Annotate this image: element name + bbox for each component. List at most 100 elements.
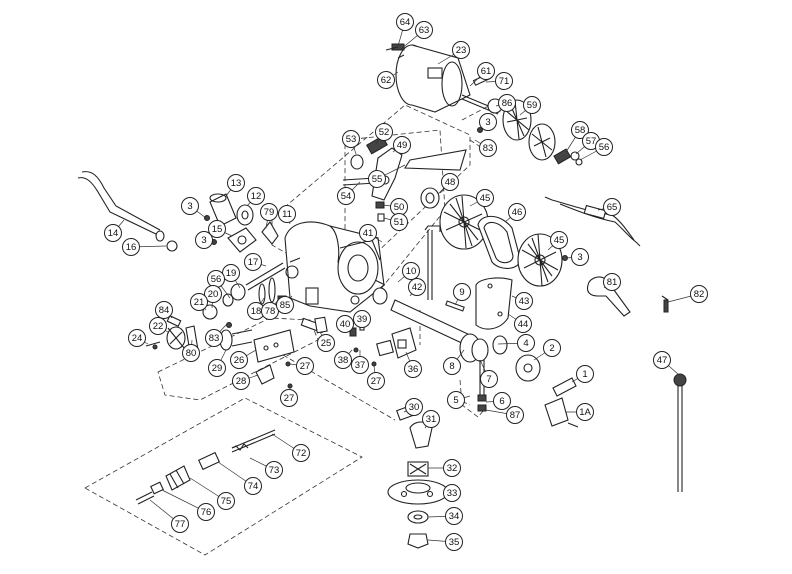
callout-label: 52 xyxy=(379,127,390,138)
callout-label: 3 xyxy=(577,252,582,263)
callout-circle xyxy=(508,203,526,221)
callout-circle xyxy=(390,213,408,231)
callout-circle xyxy=(367,372,385,390)
part-callout: 39 xyxy=(353,310,371,328)
callout-label: 65 xyxy=(607,202,618,213)
callout-circle xyxy=(377,71,395,89)
callout-circle xyxy=(453,283,471,301)
part-callout: 2 xyxy=(543,339,561,357)
part-callout: 1A xyxy=(576,403,594,421)
part-callout: 5 xyxy=(447,391,465,409)
part-callout: 22 xyxy=(149,317,167,335)
callout-label: 82 xyxy=(694,289,705,300)
upper-left-parts xyxy=(204,193,279,253)
handle-lever xyxy=(77,171,178,252)
part-callout: 33 xyxy=(443,484,461,502)
part-callout: 46 xyxy=(508,203,526,221)
callout-circle xyxy=(171,515,189,533)
front-plate xyxy=(475,277,513,330)
callout-circle xyxy=(351,356,369,374)
callout-label: 42 xyxy=(412,282,423,293)
callout-circle xyxy=(441,173,459,191)
callout-circle xyxy=(337,187,355,205)
callout-label: 5 xyxy=(453,395,458,406)
callout-label: 41 xyxy=(363,228,374,239)
callout-label: 25 xyxy=(321,338,332,349)
callout-circle xyxy=(244,253,262,271)
part-callout: 50 xyxy=(390,198,408,216)
callout-circle xyxy=(445,533,463,551)
part-callout: 8 xyxy=(443,357,461,375)
part-callout: 63 xyxy=(415,21,433,39)
callout-label: 1A xyxy=(579,407,591,418)
motor xyxy=(385,43,499,115)
callout-label: 22 xyxy=(153,321,164,332)
callout-label: 27 xyxy=(371,376,382,387)
callout-circle xyxy=(603,273,621,291)
callout-circle xyxy=(443,484,461,502)
part-callout: 15 xyxy=(208,220,226,238)
callout-label: 11 xyxy=(282,209,292,220)
part-callout: 35 xyxy=(445,533,463,551)
callout-circle xyxy=(404,360,422,378)
callout-circle xyxy=(336,315,354,333)
part-callout: 34 xyxy=(445,507,463,525)
part-callout: 83 xyxy=(205,329,223,347)
part-callout: 3 xyxy=(181,197,199,215)
callout-label: 84 xyxy=(159,305,170,316)
callout-circle xyxy=(415,21,433,39)
part-callout: 3 xyxy=(479,113,497,131)
callout-circle xyxy=(543,339,561,357)
callout-circle xyxy=(195,231,213,249)
callout-circle xyxy=(402,262,420,280)
callout-circle xyxy=(523,96,541,114)
callout-label: 56 xyxy=(211,274,222,285)
part-callout: 19 xyxy=(222,264,240,282)
callout-label: 33 xyxy=(447,488,458,499)
part-callout: 16 xyxy=(122,238,140,256)
part-callout: 83 xyxy=(479,139,497,157)
callout-label: 79 xyxy=(264,207,275,218)
callout-label: 23 xyxy=(456,45,467,56)
part-callout: 54 xyxy=(337,187,355,205)
callout-label: 49 xyxy=(397,140,408,151)
callout-circle xyxy=(479,113,497,131)
part-callout: 56 xyxy=(207,270,225,288)
part-callout: 28 xyxy=(232,372,250,390)
callout-circle xyxy=(208,220,226,238)
part-callout: 44 xyxy=(514,315,532,333)
callout-label: 27 xyxy=(300,361,311,372)
callout-circle xyxy=(278,205,296,223)
callout-circle xyxy=(396,13,414,31)
callout-label: 28 xyxy=(236,376,247,387)
callout-label: 7 xyxy=(486,374,491,385)
part-callout: 9 xyxy=(453,283,471,301)
callout-label: 17 xyxy=(248,257,259,268)
part-callout: 12 xyxy=(247,187,265,205)
part-callout: 40 xyxy=(336,315,354,333)
callout-label: 3 xyxy=(201,235,206,246)
callout-label: 30 xyxy=(409,402,420,413)
callout-circle xyxy=(197,503,215,521)
callout-label: 40 xyxy=(340,319,351,330)
callout-label: 43 xyxy=(519,296,530,307)
callout-circle xyxy=(342,130,360,148)
part-callout: 82 xyxy=(690,285,708,303)
callout-circle xyxy=(550,231,568,249)
part-callout: 27 xyxy=(280,389,298,407)
callout-circle xyxy=(128,329,146,347)
callout-label: 61 xyxy=(481,66,492,77)
part-callout: 71 xyxy=(495,72,513,90)
part-callout: 38 xyxy=(334,351,352,369)
part-callout: 65 xyxy=(603,198,621,216)
callout-circle xyxy=(653,351,671,369)
callout-label: 15 xyxy=(212,224,223,235)
part-callout: 6 xyxy=(493,392,511,410)
callout-label: 72 xyxy=(296,448,307,459)
callout-label: 26 xyxy=(234,355,245,366)
callout-circle xyxy=(181,197,199,215)
part-callout: 55 xyxy=(368,170,386,188)
callout-label: 76 xyxy=(201,507,212,518)
